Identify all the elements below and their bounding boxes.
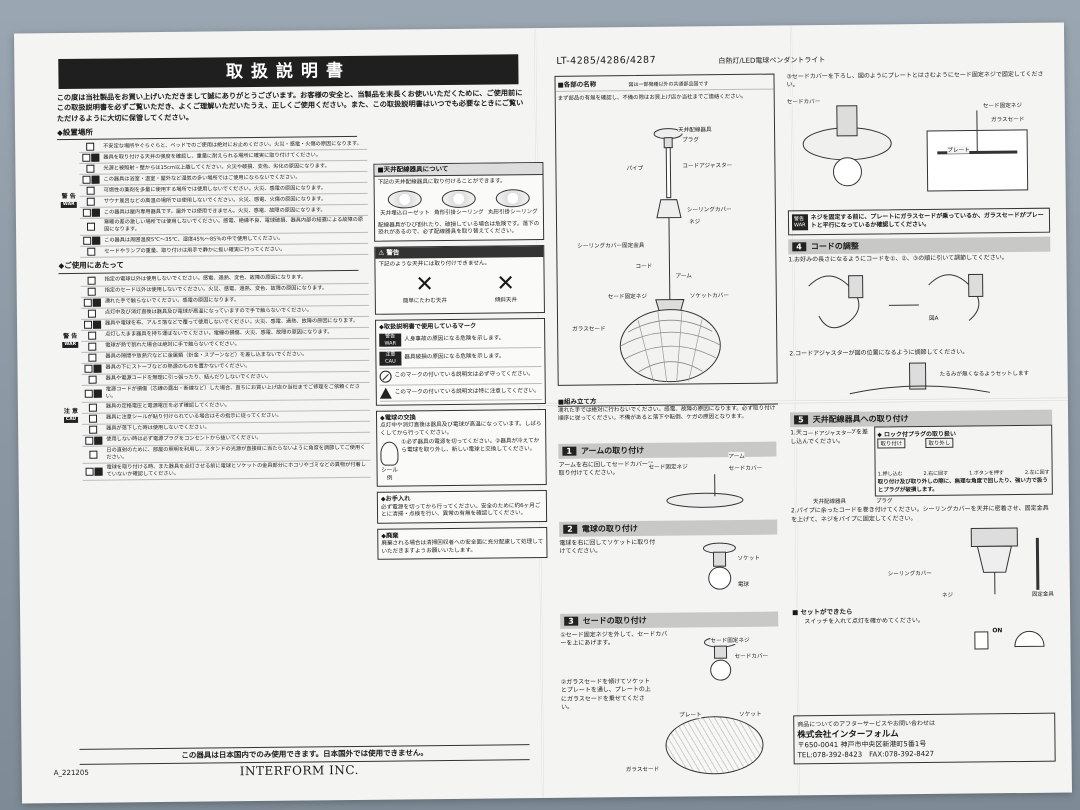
ceiling-type: 天井埋込ローゼット	[380, 190, 430, 218]
usage-table: 警 告 WAR 注 意 CAU 指定の電球以外は使用しないでください。感電、過熱…	[59, 272, 371, 481]
warning-pictogram-icon	[80, 198, 102, 207]
warning-pictogram-icon	[81, 364, 103, 373]
warning-pictogram-icon	[82, 375, 104, 384]
warning-pictogram-icon	[82, 425, 104, 434]
warning-pictogram-icon	[81, 353, 103, 362]
parts-diagram: ■各部の名称 図は一部機種以外の共通部品図です まず部品の有無を確認し、不備の際…	[554, 73, 778, 386]
row-text: 電源コードが損傷（芯線の露出・断線など）した場合、直ちにお買い上げ店か当社までご…	[105, 383, 360, 400]
warning-pictogram-icon	[82, 389, 104, 398]
row-text: セードやランプの重量、取り付けは用手で静かに扱い確実に行ってください。	[104, 246, 286, 255]
lamp-icon	[1014, 630, 1045, 647]
warning-pictogram-icon	[83, 467, 105, 476]
assembly-heading: ■組み立て方	[557, 393, 778, 407]
product-subtitle: 白熱灯/LED電球ペンダントライト	[718, 56, 826, 66]
ceiling-fixture-box: ■天井配線器具について 下記の天井配線器具に取り付けることができます。 天井埋込…	[373, 161, 545, 242]
disposal-box: ◆廃棄 廃棄される場合は清掃回収者への安全面に充分配慮して処理していただきますよ…	[377, 526, 548, 561]
left-page: 取扱説明書 この度は当社製品をお買い上げいただきまして誠にありがとうございます。…	[32, 44, 548, 789]
ceiling-mount-diagram	[970, 527, 1040, 595]
section-usage-heading: ◆ご使用にあたって	[58, 258, 359, 274]
warning-pictogram-icon	[80, 223, 102, 232]
table-row: 電球を取り付ける時、また器具を点灯させる前に電球とソケットの金具部分にホコリやゴ…	[82, 460, 371, 481]
warning-pictogram-icon	[82, 414, 104, 423]
caution-triangle-icon	[379, 387, 392, 399]
row-text: 電球を取り付ける時、また器具を点灯させる前に電球とソケットの金具部分にホコリやゴ…	[106, 461, 366, 478]
prohibited-icon	[379, 370, 392, 383]
mark-row: このマークの付いている説明文は必ず守ってください。	[379, 366, 542, 386]
contact-box: 商品についてのアフターサービスやお問い合わせは 株式会社インターフォルム 〒65…	[793, 712, 1056, 765]
row-text: 寒暖の差の激しい場所では使用しないでください。感電、絶縁不良、電球破損、器具内部…	[103, 217, 364, 234]
warning-pictogram-icon	[81, 331, 103, 340]
warning-pictogram-icon	[82, 450, 104, 459]
bulb-icon	[380, 441, 399, 467]
table-row: セードやランプの重量、取り付けは用手で静かに扱い確実に行ってください。	[80, 244, 369, 259]
shade-fix-diagram	[802, 104, 1029, 192]
warning-pictogram-icon	[79, 143, 101, 152]
install-rows: 不安定な場所やぐらぐらと、ベッドでのご使用は絶対にお止めください。火災・感電・火…	[79, 139, 369, 259]
mark-row: このマークの付いている説明文は特に注意してください。	[379, 383, 542, 402]
warning-pictogram-icon	[79, 176, 101, 185]
warning-pictogram-icon	[79, 165, 101, 174]
ceiling-type: 角形引掛シーリング	[434, 190, 484, 218]
switch-on-illustration: ON	[792, 626, 1054, 659]
page-title: 取扱説明書	[58, 54, 519, 90]
pendant-diagram	[619, 128, 721, 383]
row-text: 日の直射のために、部屋の照明を利用し、スタンドの光源が直接目に当たらないように角…	[106, 444, 366, 461]
ceiling-type: 丸形引掛シーリング	[488, 189, 538, 217]
right-page: LT-4285/4286/4287 白熱灯/LED電球ペンダントライト ■各部の…	[554, 54, 1056, 775]
info-column: ■天井配線器具について 下記の天井配線器具に取り付けることができます。 天井埋込…	[373, 161, 548, 565]
warning-pictogram-icon	[81, 298, 103, 307]
warning-pictogram-icon	[80, 248, 102, 257]
step-3-continued: ③セードカバーを下ろし、図のようにプレートとはさむようにセード固定ネジで固定して…	[786, 70, 1044, 89]
ceiling-warning-box: ⚠ 警告 下記のような天井には取り付けできません。 ✕簡単にたわむ天井 ✕傾斜天…	[374, 244, 545, 315]
warning-pictogram-icon	[80, 187, 102, 196]
cross-icon: ✕	[415, 272, 434, 298]
warning-pictogram-icon	[80, 209, 102, 218]
bulb-diagram	[702, 542, 736, 590]
cord-adjuster-diagram	[849, 362, 990, 395]
warning-pictogram-icon	[81, 320, 103, 329]
right-column: ③セードカバーを下ろし、図のようにプレートとはさむようにセード固定ネジで固定して…	[786, 69, 1054, 659]
intro-text: この度は当社製品をお買い上げいただきまして誠にありがとうございます。お客様の安全…	[56, 88, 524, 123]
model-number: LT-4285/4286/4287	[556, 54, 657, 67]
warning-pictogram-icon	[82, 436, 104, 445]
usage-rows: 指定の電球以外は使用しないでください。感電、過熱、変色、故障の原因になります。指…	[80, 272, 371, 481]
warning-pictogram-icon	[79, 154, 101, 163]
warning-pictogram-icon	[81, 276, 103, 285]
warning-pictogram-icon	[80, 237, 102, 246]
forbidden-ceiling: ✕簡単にたわむ天井	[402, 272, 447, 305]
cord-adjust-diagram	[808, 273, 984, 329]
ceiling-types: 天井埋込ローゼット 角形引掛シーリング 丸形引掛シーリング	[378, 189, 540, 218]
glass-shade-illustration	[665, 715, 764, 775]
brand-name: INTERFORM INC.	[239, 762, 359, 779]
warning-pictogram-icon	[81, 287, 103, 296]
cross-icon: ✕	[496, 271, 515, 297]
document-code: A_221205	[53, 768, 89, 778]
instruction-sheet: 取扱説明書 この度は当社製品をお買い上げいただきまして誠にありがとうございます。…	[13, 22, 1073, 804]
warning-pictogram-icon	[82, 403, 104, 412]
forbidden-ceiling: ✕傾斜天井	[494, 271, 517, 304]
care-box: ◆お手入れ 必ず電源を切ってから行ってください。安全のために約6ヶ月ごとに清掃・…	[376, 490, 548, 524]
warning-pictogram-icon	[81, 342, 103, 351]
warning-label: 警 告 WAR	[60, 192, 77, 209]
install-table: 警 告 WAR 不安定な場所やぐらぐらと、ベッドでのご使用は絶対にお止めください…	[57, 139, 369, 259]
switch-icon	[974, 630, 989, 650]
caution-label: 警 告 WAR 注 意 CAU	[62, 332, 79, 424]
warning-pictogram-icon	[81, 309, 103, 318]
bulb-replace-box: ◆電球の交換 点灯中や消灯直後は器具及び電球が高温になっています。しばらくしてか…	[375, 408, 547, 488]
arm-diagram	[666, 474, 744, 508]
section-install-heading: ◆設置場所	[56, 125, 358, 141]
